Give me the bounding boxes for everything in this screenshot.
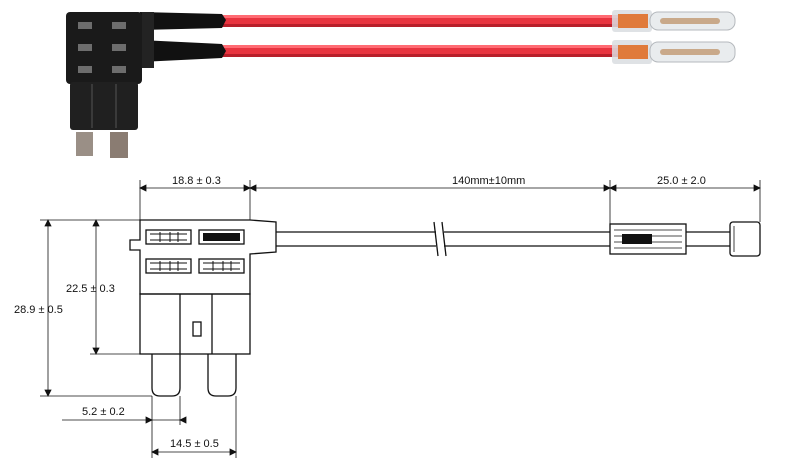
dim-overall-height: 28.9 ± 0.5 [14, 304, 63, 316]
dim-wire-length: 140mm±10mm [452, 175, 525, 187]
dim-holder-width: 18.8 ± 0.3 [172, 175, 221, 187]
dim-blade-width: 5.2 ± 0.2 [82, 406, 125, 418]
wire-boot-bottom [140, 40, 226, 62]
holder-outline [129, 219, 277, 295]
red-wire-top [182, 15, 622, 27]
blade-photo-left [76, 132, 93, 156]
terminal-photo-bottom [612, 40, 736, 64]
product-photo [66, 10, 736, 158]
fuse-holder-photo [66, 12, 154, 130]
dimension-lines [40, 180, 761, 458]
terminal-photo-top [612, 10, 736, 32]
wire-boot-top [140, 12, 226, 30]
fuse-body-outline [139, 293, 251, 355]
dim-blade-span: 14.5 ± 0.5 [170, 438, 219, 450]
fuse-slot-tl [145, 229, 192, 245]
blade-left-outline [151, 354, 181, 397]
blade-photo-right [110, 132, 128, 158]
fuse-slot-bl [145, 258, 192, 274]
dim-terminal-length: 25.0 ± 2.0 [657, 175, 706, 187]
fuse-slot-br [198, 258, 245, 274]
terminal-outline [609, 221, 761, 257]
technical-drawing [129, 219, 761, 397]
fuse-slot-tr [198, 229, 245, 245]
wire-break-mark [433, 221, 439, 257]
red-wire-bottom [182, 45, 622, 57]
dim-body-height: 22.5 ± 0.3 [66, 283, 115, 295]
blade-right-outline [207, 354, 237, 397]
